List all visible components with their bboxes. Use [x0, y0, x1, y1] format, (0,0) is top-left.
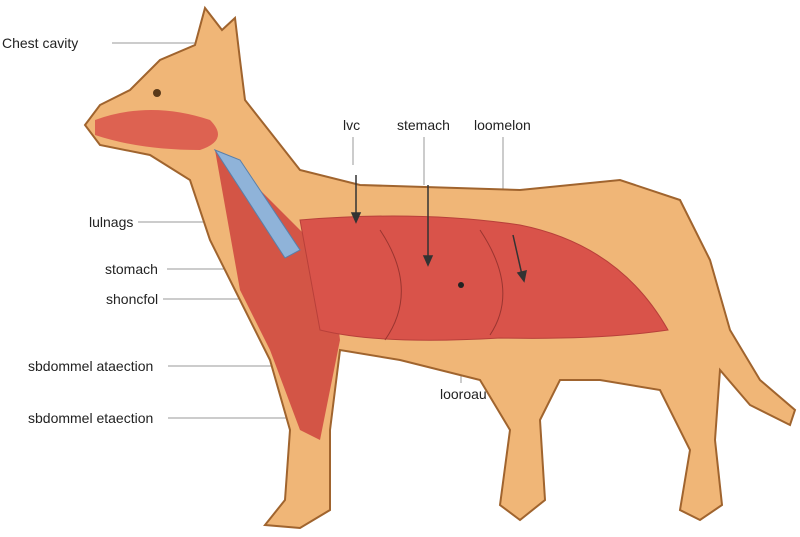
head-muscle: [95, 110, 218, 150]
trunk-muscle: [299, 215, 669, 341]
marker-dot: [458, 282, 464, 288]
muscle-lines: [379, 229, 504, 341]
trachea: [213, 148, 301, 259]
label-stomach-left: stomach: [105, 261, 158, 277]
label-lungs: lulnags: [89, 214, 134, 230]
neck-muscle: [215, 150, 340, 440]
label-loomelon: loomelon: [474, 117, 531, 133]
eye-icon: [153, 89, 161, 97]
label-bottom: looroau: [440, 386, 487, 402]
label-chest-cavity: Chest cavity: [2, 35, 79, 51]
label-shoncfol: shoncfol: [106, 291, 159, 307]
label-stomach-top: stemach: [397, 117, 450, 133]
label-abdominal-2: sbdommel etaection: [28, 410, 154, 426]
label-lvc: lvc: [343, 117, 361, 133]
label-abdominal-1: sbdommel ataection: [28, 358, 154, 374]
arrows: [350, 175, 527, 283]
